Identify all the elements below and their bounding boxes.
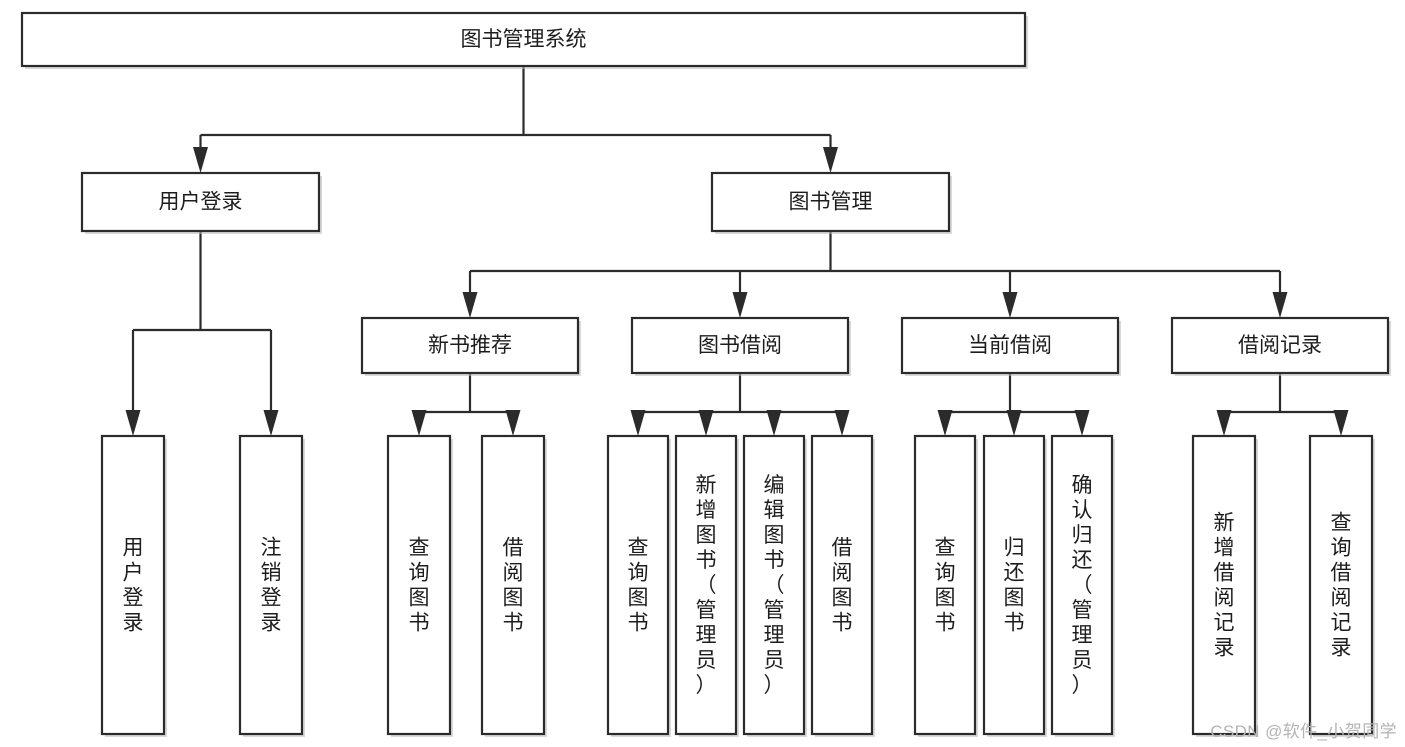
node-label: 新增借阅记录 — [1214, 512, 1235, 660]
node-box[interactable] — [238, 434, 304, 736]
node-label: 当前借阅 — [968, 334, 1052, 357]
node-current-borrow[interactable]: 当前借阅 — [900, 316, 1121, 376]
node-borrow-query-book[interactable]: 查询图书 — [606, 434, 671, 737]
node-label: 编辑图书（管理员） — [764, 474, 785, 697]
node-label: 查询图书 — [628, 537, 649, 635]
node-box[interactable] — [810, 434, 874, 736]
node-box[interactable] — [710, 171, 951, 233]
arrow-head-icon — [411, 410, 427, 436]
node-box[interactable] — [1191, 434, 1257, 736]
node-current-return-book[interactable]: 归还图书 — [982, 434, 1047, 737]
node-book-manage[interactable]: 图书管理 — [710, 171, 952, 234]
node-current-confirm-return[interactable]: 确认归还（管理员） — [1050, 434, 1115, 737]
node-box[interactable] — [100, 434, 166, 736]
node-new-book-recommend[interactable]: 新书推荐 — [360, 316, 581, 376]
node-label: 新书推荐 — [428, 334, 512, 357]
arrow-head-icon — [1272, 292, 1288, 318]
node-user-logout[interactable]: 注销登录 — [238, 434, 305, 737]
node-recommend-borrow-book[interactable]: 借阅图书 — [480, 434, 547, 737]
node-current-query-book[interactable]: 查询图书 — [913, 434, 978, 737]
arrow-head-icon — [1002, 292, 1018, 318]
node-label: 用户登录 — [123, 537, 144, 635]
arrow-head-icon — [937, 410, 953, 436]
node-label: 确认归还（管理员） — [1072, 474, 1093, 697]
node-record-query[interactable]: 查询借阅记录 — [1308, 434, 1375, 737]
node-box[interactable] — [674, 434, 738, 736]
arrow-head-icon — [462, 292, 478, 318]
arrow-head-icon — [766, 410, 782, 436]
node-user-login-do[interactable]: 用户登录 — [100, 434, 167, 737]
node-box[interactable] — [606, 434, 670, 736]
watermark-text: CSDN @软件_小贺同学 — [1210, 722, 1397, 741]
node-box[interactable] — [1050, 434, 1114, 736]
node-label: 查询图书 — [409, 537, 430, 635]
node-box[interactable] — [900, 316, 1120, 375]
arrow-head-icon — [1074, 410, 1090, 436]
node-box[interactable] — [913, 434, 977, 736]
node-layer: 图书管理系统用户登录用户登录注销登录图书管理新书推荐查询图书借阅图书图书借阅查询… — [20, 11, 1391, 737]
node-user-login[interactable]: 用户登录 — [80, 171, 322, 234]
node-box[interactable] — [80, 171, 321, 233]
arrow-head-icon — [630, 410, 646, 436]
arrow-head-icon — [698, 410, 714, 436]
node-borrow-borrow-book[interactable]: 借阅图书 — [810, 434, 875, 737]
arrow-head-icon — [1216, 410, 1232, 436]
arrow-head-icon — [1333, 410, 1349, 436]
node-label: 归还图书 — [1004, 537, 1025, 635]
node-label: 注销登录 — [261, 537, 282, 635]
arrow-head-icon — [263, 410, 279, 436]
node-box[interactable] — [386, 434, 452, 736]
node-label: 借阅图书 — [832, 537, 853, 635]
arrow-head-icon — [823, 147, 838, 173]
node-box[interactable] — [20, 11, 1027, 68]
node-borrow-record[interactable]: 借阅记录 — [1170, 316, 1391, 376]
node-box[interactable] — [1308, 434, 1374, 736]
arrow-head-icon — [1006, 410, 1022, 436]
node-label: 新增图书（管理员） — [696, 474, 717, 697]
node-label: 查询图书 — [935, 537, 956, 635]
node-label: 图书管理 — [789, 191, 873, 214]
node-label: 借阅记录 — [1238, 334, 1322, 357]
node-box[interactable] — [1170, 316, 1390, 375]
node-label: 查询借阅记录 — [1331, 512, 1352, 660]
node-book-borrow[interactable]: 图书借阅 — [630, 316, 851, 376]
node-label: 图书管理系统 — [461, 28, 587, 51]
node-label: 借阅图书 — [503, 537, 524, 635]
arrow-head-icon — [834, 410, 850, 436]
node-box[interactable] — [360, 316, 580, 375]
node-borrow-add-book[interactable]: 新增图书（管理员） — [674, 434, 739, 737]
node-box[interactable] — [742, 434, 806, 736]
node-root[interactable]: 图书管理系统 — [20, 11, 1028, 69]
node-label: 用户登录 — [159, 191, 243, 214]
arrow-head-icon — [193, 147, 208, 173]
node-label: 图书借阅 — [698, 334, 782, 357]
node-box[interactable] — [982, 434, 1046, 736]
arrow-head-icon — [505, 410, 521, 436]
node-recommend-query-book[interactable]: 查询图书 — [386, 434, 453, 737]
connector-layer — [125, 66, 1349, 436]
arrow-head-icon — [732, 292, 748, 318]
arrow-head-icon — [125, 410, 141, 436]
node-borrow-edit-book[interactable]: 编辑图书（管理员） — [742, 434, 807, 737]
node-box[interactable] — [480, 434, 546, 736]
node-record-add[interactable]: 新增借阅记录 — [1191, 434, 1258, 737]
node-box[interactable] — [630, 316, 850, 375]
